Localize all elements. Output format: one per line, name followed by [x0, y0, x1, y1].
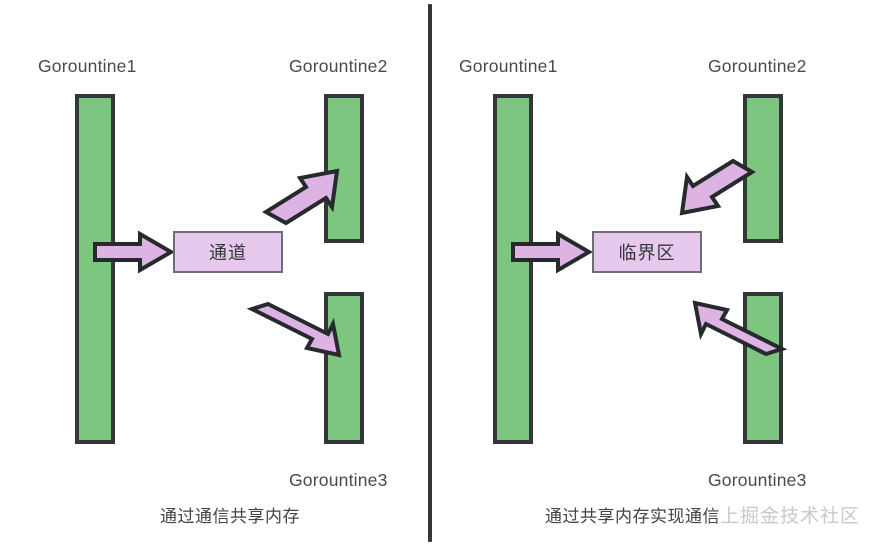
watermark-text: 上掘金技术社区 [720, 506, 861, 527]
left-goroutine1-bar [75, 94, 115, 444]
right-goroutine1-bar [493, 94, 533, 444]
left-goroutine3-label: Gorountine3 [289, 470, 388, 490]
left-channel-box-label: 通道 [209, 243, 247, 263]
left-channel-box: 通道 [173, 231, 283, 273]
right-arrow-g1-to-critical-section-icon [511, 230, 593, 274]
left-panel-communicate-to-share-memory: Gorountine1 Gorountine2 Gorountine3 通道 通… [0, 0, 430, 546]
left-goroutine2-bar [324, 94, 364, 243]
left-arrow-channel-to-g3-icon [246, 301, 342, 358]
right-arrow-g2-to-critical-section-icon [679, 158, 756, 216]
right-panel-caption: 通过共享内存实现通信 [545, 507, 720, 526]
right-goroutine2-label: Gorountine2 [708, 56, 807, 76]
left-arrow-g1-to-channel-icon [93, 230, 175, 274]
right-goroutine1-label: Gorountine1 [459, 56, 558, 76]
right-critical-section-box-label: 临界区 [618, 243, 676, 263]
right-goroutine3-bar [743, 292, 783, 444]
right-goroutine3-label: Gorountine3 [708, 470, 807, 490]
left-arrow-channel-to-g2-icon [262, 168, 340, 226]
right-arrow-g3-to-critical-section-icon [692, 300, 788, 357]
right-panel-share-memory-to-communicate: Gorountine1 Gorountine2 Gorountine3 临界区 … [440, 0, 871, 546]
panel-divider [428, 4, 432, 542]
left-goroutine2-label: Gorountine2 [289, 56, 388, 76]
left-goroutine1-label: Gorountine1 [38, 56, 137, 76]
right-critical-section-box: 临界区 [592, 231, 702, 273]
left-goroutine3-bar [324, 292, 364, 444]
left-panel-caption: 通过通信共享内存 [160, 507, 300, 526]
